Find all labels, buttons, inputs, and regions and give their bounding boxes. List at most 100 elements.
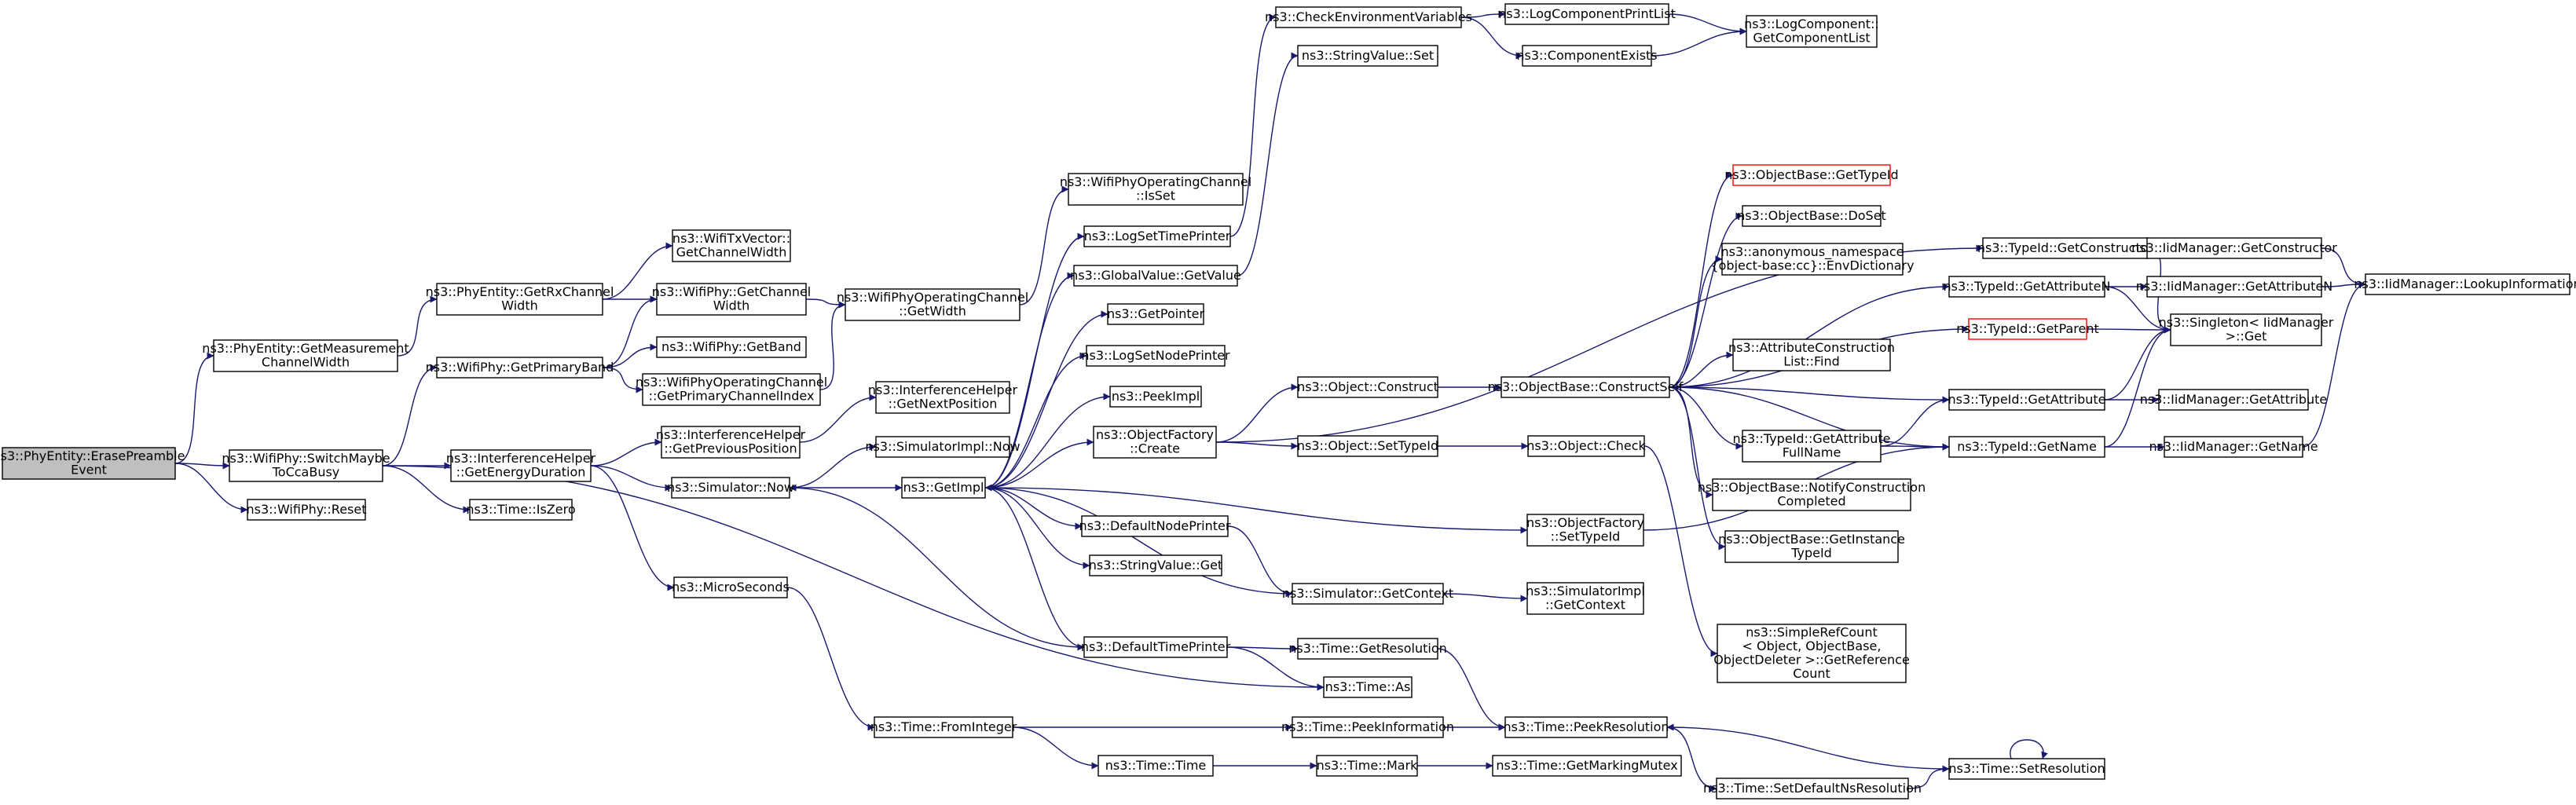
- graph-node-envdict[interactable]: ns3::anonymous_namespace{object-base:cc}…: [1710, 243, 1915, 276]
- node-label: Count: [1793, 666, 1830, 681]
- graph-node-tidgetattrn[interactable]: ns3::TypeId::GetAttributeN: [1944, 276, 2111, 298]
- node-box: [1297, 45, 1438, 67]
- node-label: ToCcaBusy: [272, 465, 340, 480]
- graph-node-objfactcreate[interactable]: ns3::ObjectFactory::Create: [1093, 426, 1217, 459]
- graph-node-defnodeprinter[interactable]: ns3::DefaultNodePrinter: [1079, 515, 1231, 537]
- graph-node-getnextpos[interactable]: ns3::InterferenceHelper::GetNextPosition: [868, 381, 1018, 414]
- node-label: ns3::Time::GetResolution: [1288, 641, 1447, 656]
- graph-node-getenergydur[interactable]: ns3::InterferenceHelper::GetEnergyDurati…: [446, 449, 596, 482]
- graph-node-objconstruct[interactable]: ns3::Object::Construct: [1297, 376, 1438, 398]
- graph-node-globalget[interactable]: ns3::GlobalValue::GetValue: [1070, 265, 1241, 287]
- graph-node-phygetband[interactable]: ns3::WifiPhy::GetBand: [656, 336, 807, 358]
- graph-node-deftimeprinter[interactable]: ns3::DefaultTimePrinter: [1081, 636, 1231, 658]
- graph-node-iidlookup[interactable]: ns3::IidManager::LookupInformation: [2354, 273, 2576, 295]
- call-edge-objfactcreate-to-objsettypeid: [1215, 441, 1299, 450]
- graph-node-opchgetwidth[interactable]: ns3::WifiPhyOperatingChannel::GetWidth: [837, 288, 1028, 321]
- graph-node-getprevpos[interactable]: ns3::InterferenceHelper::GetPreviousPosi…: [656, 426, 806, 459]
- node-box: [247, 499, 366, 521]
- graph-node-fromint[interactable]: ns3::Time::FromInteger: [870, 716, 1017, 738]
- call-edge-simnow-to-simimplnow: [789, 443, 877, 488]
- graph-node-objsettypeid[interactable]: ns3::Object::SetTypeId: [1297, 435, 1438, 457]
- graph-node-getimpl[interactable]: ns3::GetImpl: [901, 477, 986, 499]
- graph-node-tidgetattr[interactable]: ns3::TypeId::GetAttribute: [1948, 389, 2106, 411]
- node-label: GetComponentList: [1753, 31, 1870, 46]
- graph-node-singletonget[interactable]: ns3::Singleton< IidManager>::Get: [2159, 313, 2334, 346]
- node-label: < Object, ObjectBase,: [1742, 639, 1882, 653]
- call-edge-iidgetname-to-iidlookup: [2302, 280, 2366, 448]
- graph-node-ofsettypeid[interactable]: ns3::ObjectFactory::SetTypeId: [1526, 514, 1644, 547]
- graph-node-simimplgetctx[interactable]: ns3::SimulatorImpl::GetContext: [1526, 582, 1645, 615]
- graph-node-tidgetname[interactable]: ns3::TypeId::GetName: [1948, 436, 2105, 458]
- call-edge-globalget-to-strvalset: [1237, 52, 1299, 276]
- graph-node-simnow[interactable]: ns3::Simulator::Now: [667, 477, 794, 499]
- node-label: ns3::CheckEnvironmentVariables: [1265, 9, 1472, 24]
- graph-node-iidgetctor[interactable]: ns3::IidManager::GetConstructor: [2131, 237, 2337, 259]
- graph-node-logcompgetlist[interactable]: ns3::LogComponent::GetComponentList: [1744, 15, 1879, 48]
- call-edge-checkenv-to-logcompprintlist: [1460, 10, 1506, 18]
- graph-node-timeas[interactable]: ns3::Time::As: [1323, 676, 1413, 698]
- graph-node-simimplnow[interactable]: ns3::SimulatorImpl::Now: [865, 436, 1021, 458]
- node-box: [1068, 173, 1244, 206]
- node-box: [1948, 389, 2105, 411]
- graph-node-compexists[interactable]: ns3::ComponentExists: [1516, 45, 1658, 67]
- node-box: [1501, 376, 1670, 398]
- graph-node-peekinfo[interactable]: ns3::Time::PeekInformation: [1281, 716, 1454, 738]
- node-label: ns3::StringValue::Set: [1302, 48, 1434, 63]
- graph-node-objcheck[interactable]: ns3::Object::Check: [1526, 435, 1647, 457]
- graph-node-obdoset[interactable]: ns3::ObjectBase::DoSet: [1737, 205, 1886, 227]
- graph-node-getpointer[interactable]: ns3::GetPointer: [1107, 303, 1205, 325]
- graph-node-constructself[interactable]: ns3::ObjectBase::ConstructSelf: [1488, 376, 1684, 398]
- graph-node-strvalget[interactable]: ns3::StringValue::Get: [1089, 554, 1222, 576]
- graph-node-iidgetattrn[interactable]: ns3::IidManager::GetAttributeN: [2136, 276, 2333, 298]
- node-box: [1089, 554, 1222, 576]
- node-label: ns3::LogComponent::: [1744, 16, 1879, 31]
- graph-node-logcompprintlist[interactable]: ns3::LogComponentPrintList: [1498, 3, 1676, 25]
- node-label: ns3::WifiTxVector::: [672, 231, 790, 246]
- graph-node-logsettp[interactable]: ns3::LogSetTimePrinter: [1083, 225, 1231, 247]
- graph-node-timesetres[interactable]: ns3::Time::SetResolution: [1948, 758, 2105, 780]
- node-label: ns3::Object::Construct: [1297, 379, 1438, 394]
- graph-node-timetime[interactable]: ns3::Time::Time: [1097, 755, 1214, 777]
- call-edge-constructself-to-notifyconst: [1669, 386, 1713, 499]
- node-box: [661, 426, 801, 459]
- graph-node-checkenv[interactable]: ns3::CheckEnvironmentVariables: [1265, 6, 1472, 28]
- graph-node-logsetnp[interactable]: ns3::LogSetNodePrinter: [1081, 345, 1230, 367]
- graph-node-setdefnsres[interactable]: ns3::Time::SetDefaultNsResolution: [1703, 778, 1922, 800]
- graph-node-getprimchidx[interactable]: ns3::WifiPhyOperatingChannel::GetPrimary…: [636, 373, 827, 406]
- graph-node-timegetres[interactable]: ns3::Time::GetResolution: [1288, 638, 1447, 660]
- node-label: ns3::InterferenceHelper: [868, 382, 1018, 397]
- node-box: [1083, 225, 1231, 247]
- graph-node-opchisset[interactable]: ns3::WifiPhyOperatingChannel::IsSet: [1060, 173, 1251, 206]
- graph-node-tidgetparent[interactable]: ns3::TypeId::GetParent: [1956, 318, 2099, 340]
- graph-node-txvecchw[interactable]: ns3::WifiTxVector::GetChannelWidth: [672, 229, 791, 262]
- graph-node-simgetctx[interactable]: ns3::Simulator::GetContext: [1282, 583, 1453, 605]
- graph-node-phygetchw[interactable]: ns3::WifiPhy::GetChannelWidth: [652, 283, 812, 316]
- graph-node-timeiszero[interactable]: ns3::Time::IsZero: [466, 499, 576, 521]
- graph-node-iidgetattr[interactable]: ns3::IidManager::GetAttribute: [2140, 389, 2328, 411]
- graph-node-microsec[interactable]: ns3::MicroSeconds: [672, 576, 790, 598]
- graph-node-getmarkmutex[interactable]: ns3::Time::GetMarkingMutex: [1492, 755, 1682, 777]
- node-box: [1732, 338, 1891, 371]
- graph-node-iidgetname[interactable]: ns3::IidManager::GetName: [2149, 436, 2318, 458]
- node-label: ns3::TypeId::GetAttribute: [1948, 392, 2105, 407]
- node-label: ns3::GetImpl: [903, 480, 984, 495]
- node-label: ns3::Time::SetDefaultNsResolution: [1703, 781, 1922, 796]
- graph-node-getmeas[interactable]: ns3::PhyEntity::GetMeasurementChannelWid…: [202, 339, 409, 372]
- graph-node-peekimpl[interactable]: ns3::PeekImpl: [1109, 386, 1202, 408]
- graph-node-notifyconst[interactable]: ns3::ObjectBase::NotifyConstructionCompl…: [1698, 478, 1926, 511]
- graph-node-peekres[interactable]: ns3::Time::PeekResolution: [1503, 716, 1669, 738]
- graph-node-simplerefcount[interactable]: ns3::SimpleRefCount< Object, ObjectBase,…: [1713, 624, 1910, 683]
- node-label: ::GetWidth: [899, 304, 966, 319]
- graph-node-obgettypeid[interactable]: ns3::ObjectBase::GetTypeId: [1724, 164, 1899, 186]
- graph-node-timemark[interactable]: ns3::Time::Mark: [1316, 755, 1419, 777]
- graph-node-getprimband[interactable]: ns3::WifiPhy::GetPrimaryBand: [426, 357, 614, 379]
- graph-node-strvalset[interactable]: ns3::StringValue::Set: [1297, 45, 1438, 67]
- graph-node-wifireset[interactable]: ns3::WifiPhy::Reset: [247, 499, 367, 521]
- graph-node-tidgetctor[interactable]: ns3::TypeId::GetConstructor: [1977, 237, 2154, 259]
